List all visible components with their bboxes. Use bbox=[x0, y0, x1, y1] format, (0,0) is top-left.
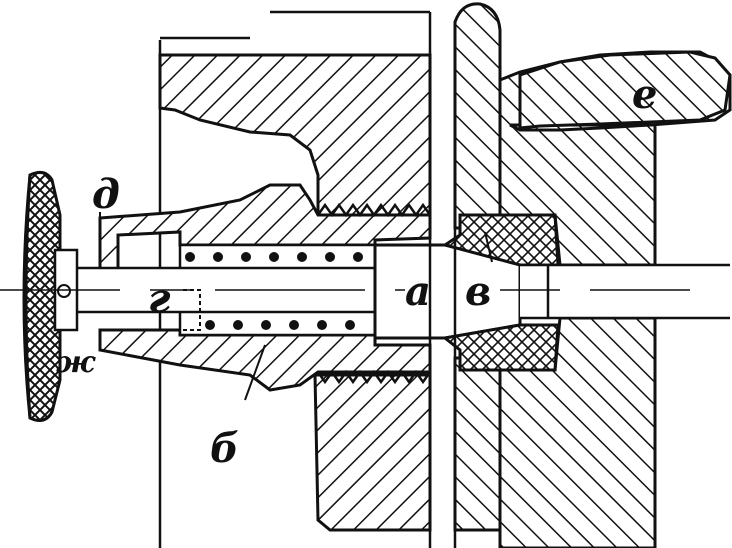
flange-plate-lower bbox=[453, 356, 502, 532]
gap-lines bbox=[428, 22, 457, 548]
label-g: г bbox=[148, 275, 171, 322]
flange-plate bbox=[453, 2, 502, 230]
seal-ring-lower bbox=[441, 323, 560, 372]
thread-upper bbox=[316, 202, 432, 218]
label-v: в bbox=[465, 268, 491, 315]
handwheel bbox=[24, 170, 62, 422]
hub-pin bbox=[57, 284, 71, 298]
thread-lower bbox=[316, 369, 432, 385]
handwheel-rim bbox=[22, 174, 32, 419]
label-e: е bbox=[632, 71, 657, 118]
label-d: д bbox=[92, 171, 120, 218]
leader-v bbox=[484, 231, 493, 263]
leader-b bbox=[244, 344, 266, 401]
outlet-bore bbox=[520, 265, 730, 318]
stop-pin bbox=[183, 289, 201, 331]
part-e bbox=[518, 50, 732, 130]
label-a: а bbox=[405, 268, 431, 315]
outlet-bore-edges bbox=[520, 263, 730, 320]
label-zh: ж bbox=[56, 345, 96, 380]
body-lower-block bbox=[313, 373, 432, 532]
label-b: б bbox=[210, 425, 239, 472]
spring-coils bbox=[185, 252, 363, 330]
